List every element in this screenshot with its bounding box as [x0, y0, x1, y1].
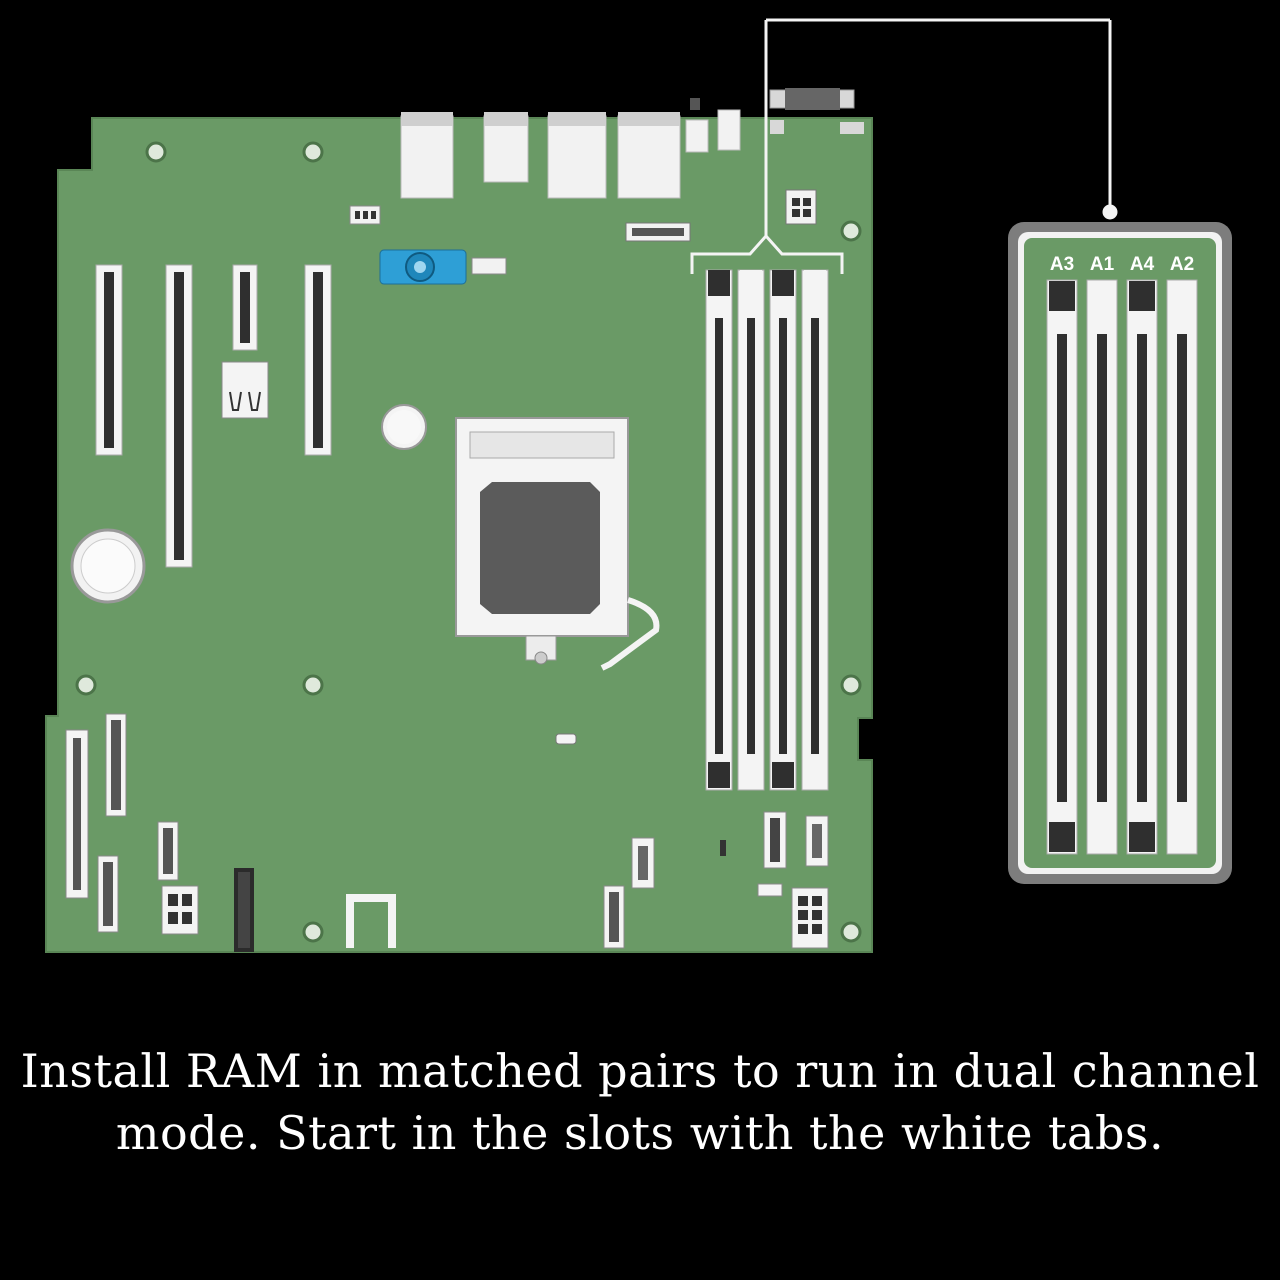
inset-dimm-tab-bottom — [1049, 822, 1075, 852]
inset-dimm-groove — [1137, 334, 1147, 802]
inset-dimm-slot-a3 — [1046, 279, 1078, 855]
inset-dimm-tab-bottom — [1129, 822, 1155, 852]
inset-dimm-slot-a4 — [1126, 279, 1158, 855]
fan-header — [349, 205, 381, 225]
capacitor — [381, 404, 427, 450]
pin-header-pins — [73, 720, 619, 942]
slot-label-a3: A3 — [1050, 254, 1074, 275]
blue-connector — [379, 249, 507, 285]
pcie-slots — [95, 264, 332, 568]
board-dimm-tab-top — [740, 270, 762, 296]
board-dimm-tab-bottom — [708, 762, 730, 788]
board-dimm-groove — [811, 318, 819, 754]
board-dimm-groove — [747, 318, 755, 754]
motherboard-diagram: A3 A1 A4 A2 — [45, 18, 1232, 953]
dimm-inset-panel — [1008, 222, 1232, 884]
slot-label-a2: A2 — [1170, 254, 1194, 275]
power-connectors — [161, 883, 829, 949]
board-dimm-slots — [705, 269, 829, 791]
inset-dimm-tab-top — [1169, 281, 1195, 311]
inset-dimm-groove — [1177, 334, 1187, 802]
inset-dimm-groove — [1057, 334, 1067, 802]
board-dimm-slot-a4 — [769, 269, 797, 791]
inset-dimm-tab-top — [1089, 281, 1115, 311]
board-dimm-tab-top — [804, 270, 826, 296]
inset-dimm-tab-top — [1049, 281, 1075, 311]
cpu-socket — [455, 417, 660, 671]
dimm-bracket — [690, 18, 1118, 274]
mounting-holes — [75, 141, 862, 943]
cmos-battery — [70, 528, 146, 604]
caption-line-2: mode. Start in the slots with the white … — [115, 1106, 1165, 1160]
inset-dimm-slot-a2 — [1166, 279, 1198, 855]
misc-slot — [234, 733, 726, 952]
inset-dimm-groove — [1097, 334, 1107, 802]
board-dimm-groove — [779, 318, 787, 754]
inset-dimm-tab-bottom — [1169, 822, 1195, 852]
inset-dimm-slots: A3 A1 A4 A2 — [1046, 254, 1198, 855]
board-dimm-slot-a1 — [737, 269, 765, 791]
instruction-caption: Install RAM in matched pairs to run in d… — [0, 1040, 1280, 1164]
board-dimm-tab-bottom — [772, 762, 794, 788]
board-dimm-tab-top — [772, 270, 794, 296]
sata-connectors — [631, 811, 829, 889]
rear-io-ports — [400, 88, 864, 199]
board-dimm-slot-a2 — [801, 269, 829, 791]
aux-power-connector — [785, 189, 817, 225]
board-dimm-tab-bottom — [804, 762, 826, 788]
board-dimm-groove — [715, 318, 723, 754]
board-dimm-tab-top — [708, 270, 730, 296]
caption-line-1: Install RAM in matched pairs to run in d… — [20, 1044, 1260, 1098]
board-dimm-tab-bottom — [740, 762, 762, 788]
slot-label-a1: A1 — [1090, 254, 1115, 275]
board-dimm-slot-a3 — [705, 269, 733, 791]
internal-usb-port — [221, 361, 269, 419]
inset-dimm-tab-top — [1129, 281, 1155, 311]
inset-dimm-slot-a1 — [1086, 279, 1118, 855]
inset-dimm-tab-bottom — [1089, 822, 1115, 852]
slot-label-a4: A4 — [1130, 254, 1155, 275]
